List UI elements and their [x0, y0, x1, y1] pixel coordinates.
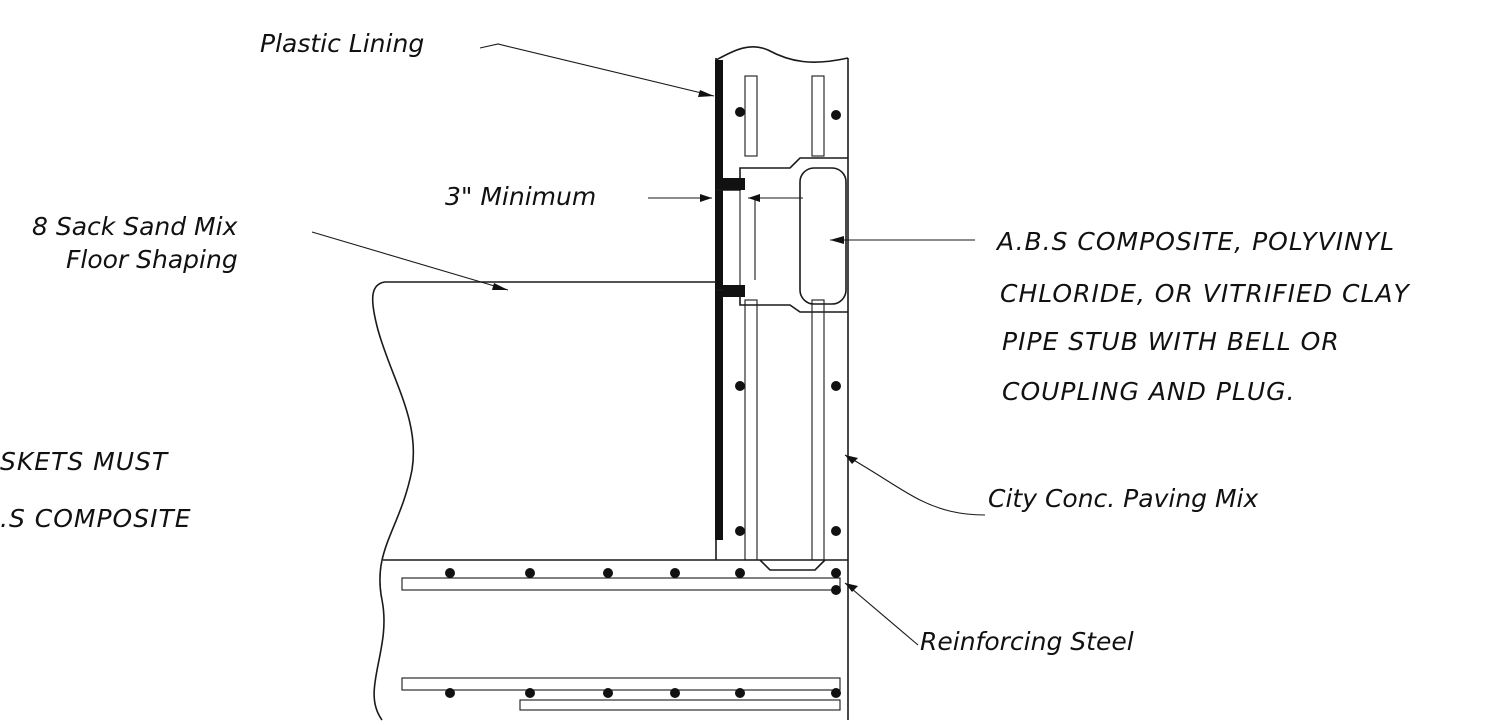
- label-gasket-note-1: SKETS MUST: [0, 447, 169, 476]
- label-minimum: 3" Minimum: [445, 182, 596, 211]
- label-floor-shaping-2: Floor Shaping: [66, 245, 238, 274]
- rebar-dots: [445, 107, 841, 698]
- leader-lines: [311, 43, 986, 646]
- plastic-lining-strip: [715, 60, 723, 540]
- label-pipe-note-4: COUPLING AND PLUG.: [1002, 377, 1295, 406]
- label-pipe-note-1: A.B.S COMPOSITE, POLYVINYL: [995, 227, 1395, 256]
- top-break-line: [715, 45, 849, 63]
- label-plastic-lining: Plastic Lining: [260, 29, 424, 58]
- floor-slab: [371, 281, 849, 721]
- label-pipe-note-2: CHLORIDE, OR VITRIFIED CLAY: [1000, 279, 1410, 308]
- left-break-line: [371, 281, 716, 721]
- label-reinforcing-steel: Reinforcing Steel: [920, 627, 1134, 656]
- label-floor-shaping-1: 8 Sack Sand Mix: [32, 212, 238, 241]
- wall: [715, 45, 849, 561]
- label-gasket-note-2: .S COMPOSITE: [0, 504, 192, 533]
- label-paving-mix: City Conc. Paving Mix: [988, 484, 1258, 513]
- pipe-stub: [716, 157, 848, 313]
- label-pipe-note-3: PIPE STUB WITH BELL OR: [1002, 327, 1340, 356]
- annotation-labels: Plastic Lining 3" Minimum 8 Sack Sand Mi…: [0, 29, 1410, 656]
